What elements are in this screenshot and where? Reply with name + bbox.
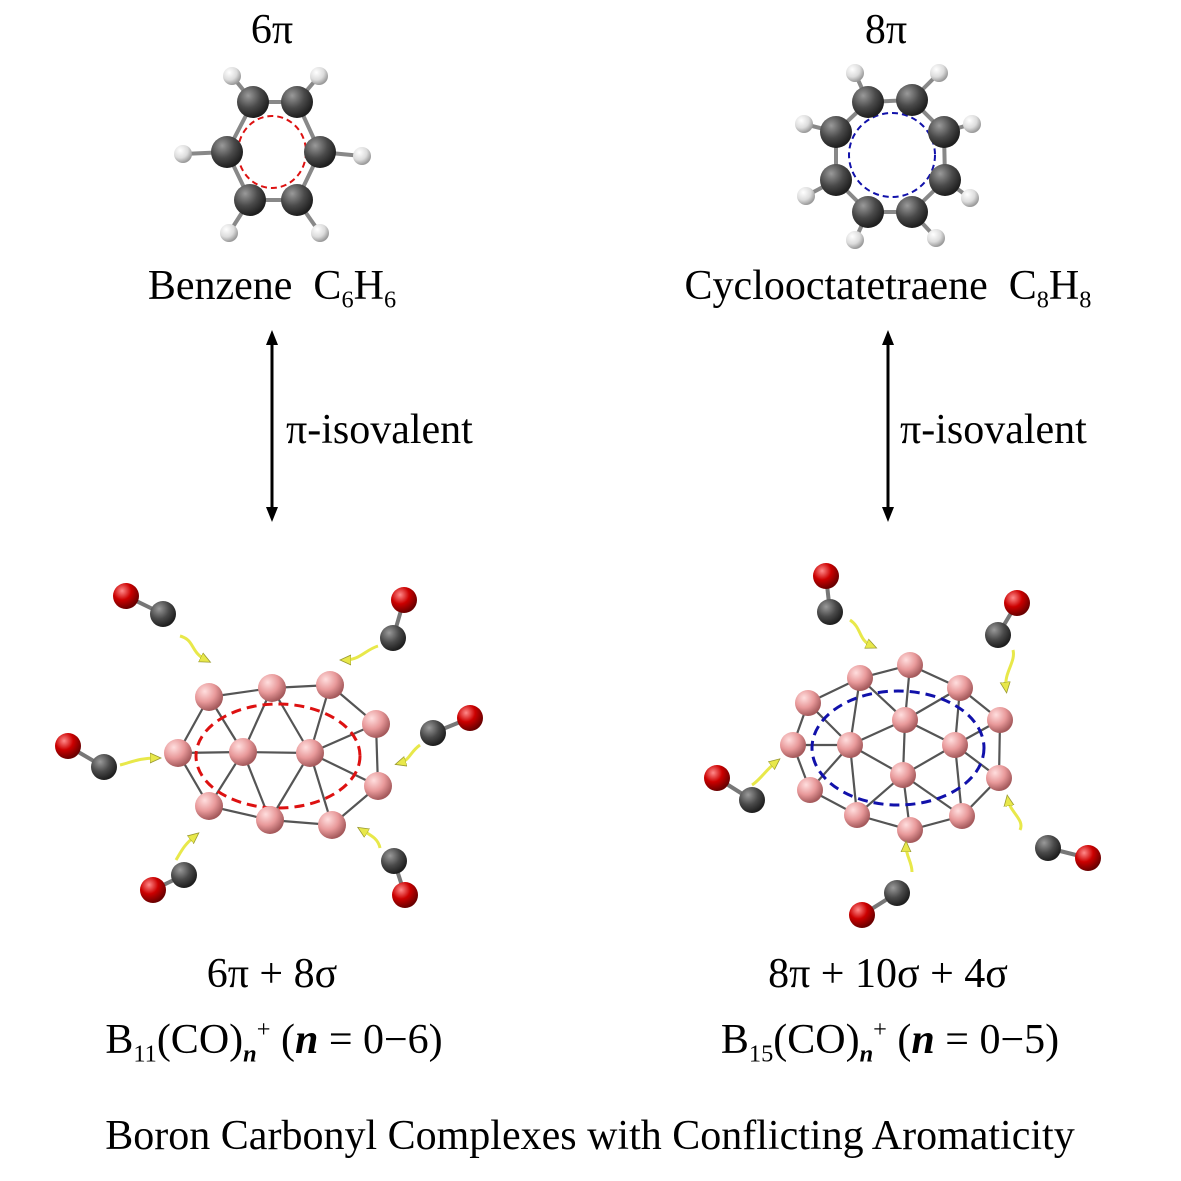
- cot-carbon-atoms: [820, 84, 961, 228]
- benzene-carbon-atoms: [211, 86, 336, 216]
- benzene-pi-count: 6π: [250, 7, 294, 53]
- cot-hydrogen-atoms: [795, 64, 981, 249]
- benzene-molecule: [174, 67, 371, 242]
- b11-cluster: [55, 583, 483, 908]
- b11-co-ligands: [55, 583, 483, 908]
- b15-co-ligands: [704, 563, 1101, 928]
- b15-yellow-arrows: [751, 618, 1023, 873]
- right-cluster-formula: B15(CO)n+ (n = 0−5): [720, 1016, 1060, 1068]
- cyclooctatetraene-molecule: [795, 64, 981, 249]
- figure-caption: Boron Carbonyl Complexes with Conflictin…: [105, 1113, 1075, 1159]
- cot-formula: C8H8: [1008, 263, 1092, 314]
- b11-boron-atoms: [164, 671, 392, 839]
- left-double-arrow: [266, 330, 278, 522]
- right-double-arrow: [882, 330, 894, 522]
- left-relation-label: π-isovalent: [286, 407, 473, 453]
- benzene-hydrogen-atoms: [174, 67, 371, 242]
- right-electron-count: 8π + 10σ + 4σ: [768, 951, 1008, 997]
- b15-cluster: [704, 563, 1101, 928]
- left-electron-count: 6π + 8σ: [206, 951, 338, 997]
- left-cluster-formula: B11(CO)n+ (n = 0−6): [105, 1016, 443, 1068]
- b11-yellow-arrows: [119, 634, 421, 861]
- benzene-name: Benzene: [147, 263, 293, 309]
- benzene-name-label: Benzene C6H6: [147, 262, 397, 314]
- cot-pi-count: 8π: [864, 7, 908, 53]
- benzene-formula: C6H6: [313, 263, 397, 314]
- right-relation-label: π-isovalent: [900, 407, 1087, 453]
- cot-name-label: Cyclooctatetraene C8H8: [684, 262, 1092, 314]
- b15-boron-atoms: [780, 652, 1013, 843]
- cot-name: Cyclooctatetraene: [684, 263, 988, 309]
